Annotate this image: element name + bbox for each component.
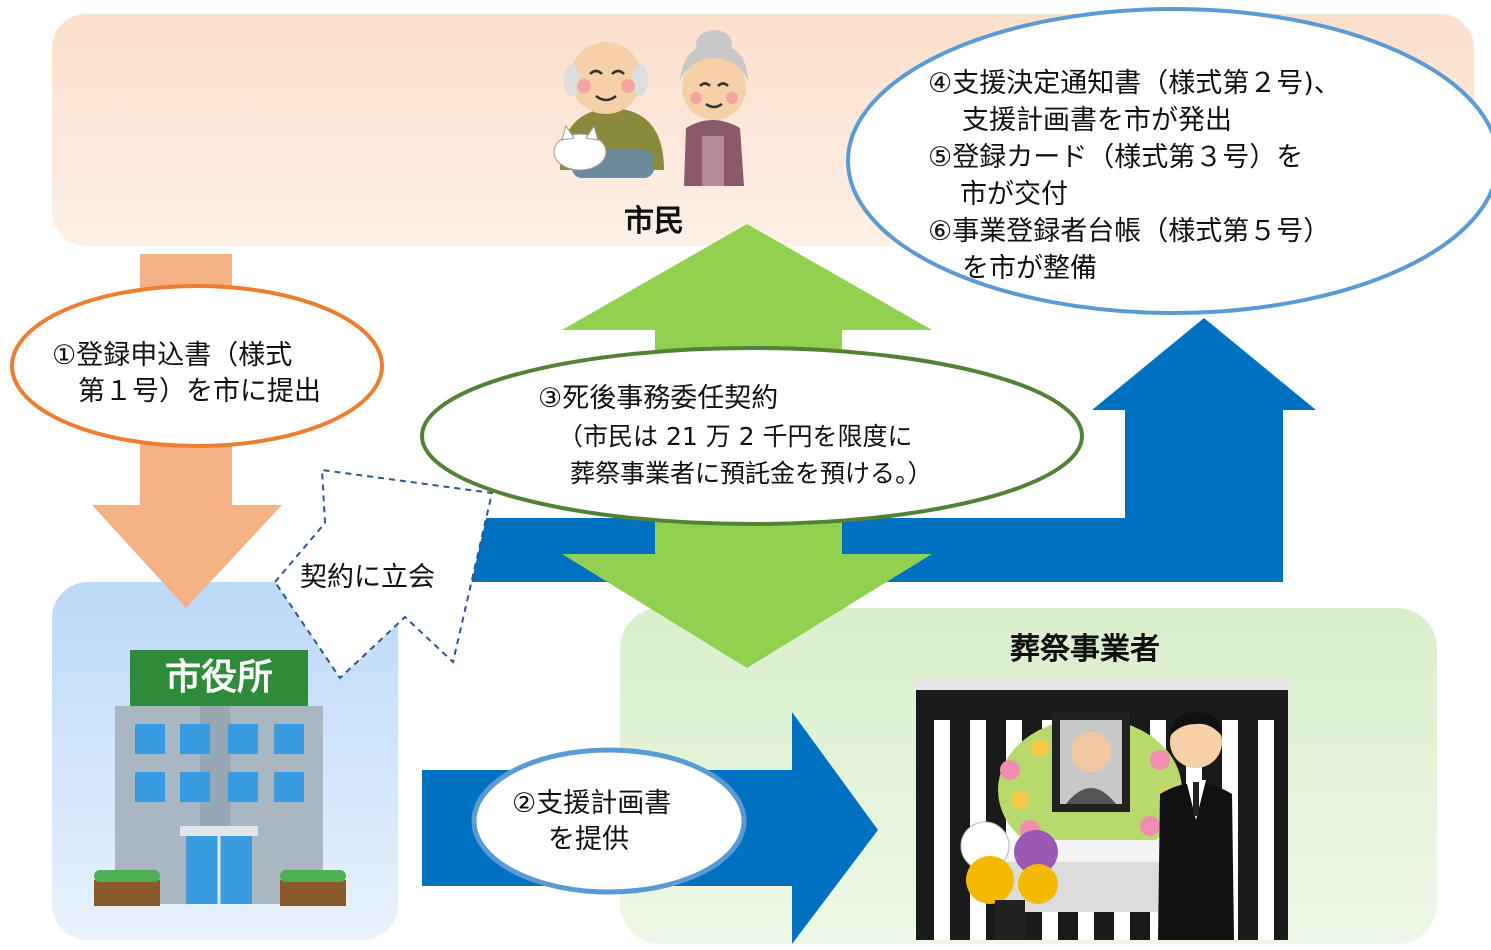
- step4-line1: ④支援決定通知書（様式第２号)、: [928, 68, 1341, 99]
- step4-line2: 支援計画書を市が発出: [962, 105, 1232, 136]
- step2-line1: ②支援計画書: [512, 788, 672, 819]
- step456-ellipse: [846, 7, 1491, 315]
- step3-line1: ③死後事務委任契約: [538, 383, 779, 414]
- step5-line1: ⑤登録カード（様式第３号）を: [928, 142, 1304, 173]
- step1-line2: 第１号）を市に提出: [78, 376, 321, 407]
- step3-line3: 葬祭事業者に預託金を預ける。）: [570, 459, 933, 488]
- step6-line2: を市が整備: [962, 253, 1097, 284]
- blue-up-arrow: [468, 318, 1316, 582]
- step6-line1: ⑥事業登録者台帳（様式第５号）: [928, 216, 1331, 247]
- step1-ellipse: [10, 284, 384, 448]
- elderly-couple-icon: [553, 30, 748, 186]
- step3-ellipse: [420, 346, 1084, 526]
- step2-line2: を提供: [548, 824, 629, 855]
- step1-line1: ①登録申込書（様式: [52, 340, 293, 371]
- city-hall-building-icon: [94, 650, 346, 906]
- witness-arrow: [273, 468, 494, 680]
- funeral-altar-icon: [916, 678, 1288, 940]
- city-hall-sign: 市役所: [164, 657, 273, 698]
- step3-line2: （市民は 21 万 2 千円を限度に: [558, 422, 913, 451]
- step5-line2: 市が交付: [960, 179, 1068, 210]
- funeral-label: 葬祭事業者: [1010, 632, 1160, 667]
- step2-ellipse: [471, 747, 747, 895]
- citizen-label: 市民: [624, 204, 684, 239]
- witness-label: 契約に立会: [300, 562, 435, 593]
